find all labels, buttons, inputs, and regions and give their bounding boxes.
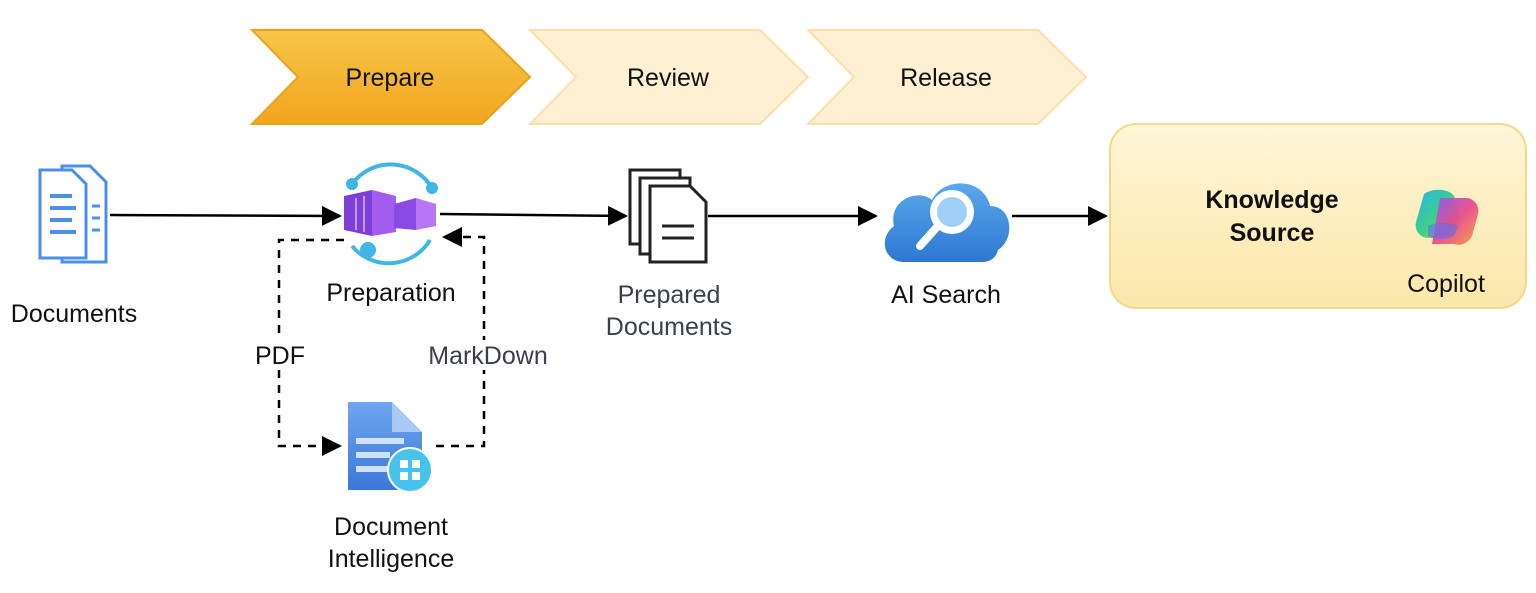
stage-release: Release xyxy=(805,29,1088,125)
stage-review-label: Review xyxy=(627,64,710,92)
edge-label-pdf: PDF xyxy=(255,342,305,370)
stage-prepare: Prepare xyxy=(249,29,532,125)
prepared-documents-label-1: Prepared xyxy=(618,281,721,309)
documents-label: Documents xyxy=(11,300,137,328)
knowledge-source-title-1: Knowledge xyxy=(1205,186,1338,214)
document-intelligence-label-1: Document xyxy=(334,513,448,541)
edge-preparation-to-prepared xyxy=(439,205,628,226)
preparation-label: Preparation xyxy=(326,279,455,307)
copilot-label: Copilot xyxy=(1407,270,1485,298)
ai-search-cloud-icon xyxy=(884,183,1010,262)
prepared-documents-label-2: Documents xyxy=(606,313,732,341)
edge-documents-to-preparation xyxy=(109,205,342,226)
ai-search-label: AI Search xyxy=(891,281,1001,309)
document-intelligence-icon xyxy=(348,402,433,493)
document-stack-icon xyxy=(628,168,708,264)
stage-release-label: Release xyxy=(900,64,992,92)
stage-review: Review xyxy=(527,29,810,125)
edge-label-markdown: MarkDown xyxy=(428,342,547,370)
container-apps-icon xyxy=(344,162,438,266)
documents-icon xyxy=(38,164,108,264)
knowledge-source-title-2: Source xyxy=(1230,219,1315,247)
document-intelligence-label-2: Intelligence xyxy=(328,545,454,573)
copilot-icon xyxy=(1415,189,1479,245)
knowledge-source-box: Knowledge Source Copilot xyxy=(1109,123,1527,309)
stage-prepare-label: Prepare xyxy=(346,64,435,92)
